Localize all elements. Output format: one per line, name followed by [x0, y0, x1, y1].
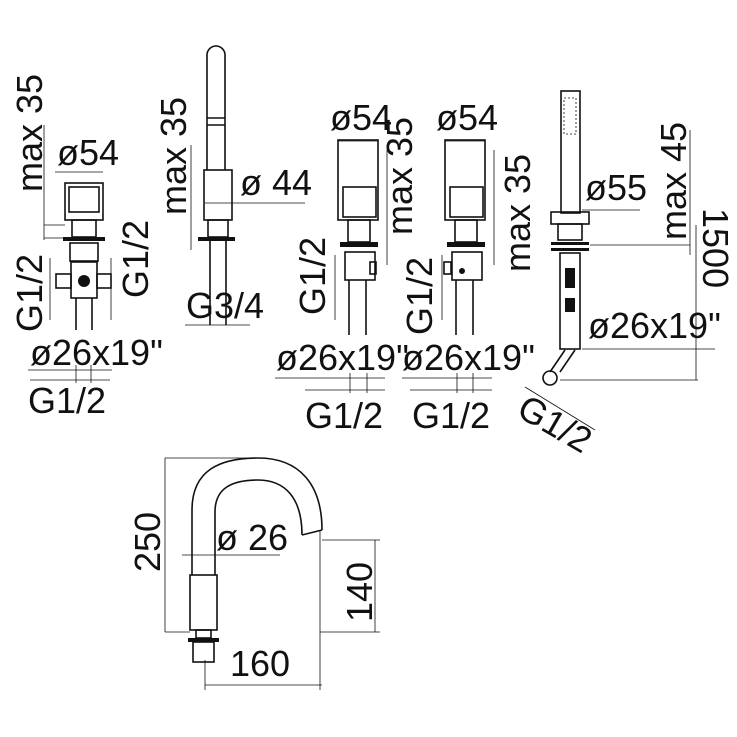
valve-mid: ø54 max 35 G1/2 ø26x19" G1/2 — [275, 97, 420, 436]
bath-spout: 250 ø 26 140 160 — [127, 457, 380, 690]
label-thread: G3/4 — [186, 285, 264, 326]
label-g-bottom: G1/2 — [28, 380, 106, 421]
label-height: 250 — [127, 512, 168, 572]
label-hose: ø26x19" — [30, 332, 163, 373]
label-hose: ø26x19" — [402, 337, 535, 378]
spout: max 35 ø 44 G3/4 — [153, 45, 312, 326]
label-thread: G1/2 — [511, 386, 599, 461]
label-outlet-height: 140 — [339, 562, 380, 622]
valve-right: ø54 max 35 G1/2 ø26x19" G1/2 — [399, 97, 538, 436]
label-g-left: G1/2 — [9, 254, 50, 332]
valve-left: max 35 G1/2 ø54 G1/2 ø26x19" G1/2 — [9, 74, 163, 421]
label-diameter: ø54 — [436, 97, 498, 138]
label-max: max 35 — [379, 117, 420, 235]
label-diameter: ø54 — [57, 132, 119, 173]
label-g-side: G1/2 — [292, 237, 333, 315]
label-diameter: ø 26 — [216, 517, 288, 558]
label-reach: 160 — [230, 643, 290, 684]
label-hose-length: 1500 — [695, 208, 736, 288]
label-diameter: ø 44 — [240, 162, 312, 203]
label-max: max 35 — [9, 74, 50, 192]
label-max: max 35 — [497, 154, 538, 272]
label-hose: ø26x19" — [276, 337, 409, 378]
handshower: ø55 max 45 1500 ø26x19" G1/2 — [511, 90, 736, 461]
label-g-right: G1/2 — [115, 220, 156, 298]
label-g-bottom: G1/2 — [412, 395, 490, 436]
label-max: max 45 — [653, 122, 694, 240]
label-g-bottom: G1/2 — [305, 395, 383, 436]
label-g-side: G1/2 — [399, 257, 440, 335]
label-max: max 35 — [153, 97, 194, 215]
label-hose: ø26x19" — [588, 305, 721, 346]
label-diameter: ø54 — [330, 97, 392, 138]
label-diameter: ø55 — [585, 167, 647, 208]
